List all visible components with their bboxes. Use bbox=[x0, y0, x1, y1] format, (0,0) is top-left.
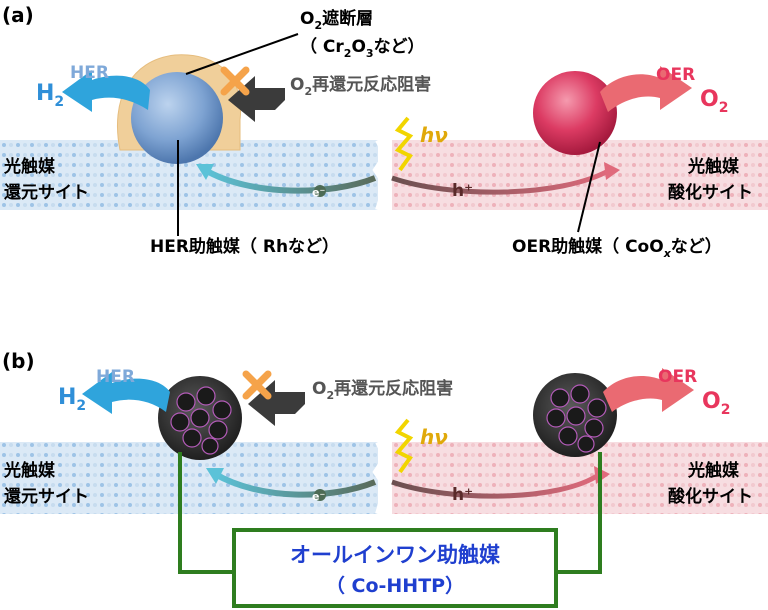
left-site-line2: 還元サイト bbox=[4, 183, 89, 203]
oer-cocatalyst-label: OER助触媒（ CoOxなど） bbox=[512, 236, 722, 260]
oer-cocatalyst-sphere bbox=[533, 71, 617, 155]
right-site-line2-b: 酸化サイト bbox=[668, 486, 753, 507]
electron-label: e⁻ bbox=[312, 186, 325, 199]
barrier-leader-line bbox=[185, 33, 299, 75]
electron-label-b: e⁻ bbox=[312, 490, 325, 503]
her-arrow-icon bbox=[62, 70, 150, 112]
right-connector-line bbox=[556, 452, 602, 574]
right-site-line1-b: 光触媒 bbox=[687, 460, 740, 481]
her-arrow-icon-b bbox=[82, 372, 170, 414]
electron-dot-b bbox=[314, 489, 326, 501]
panel-b-tag: (b) bbox=[2, 349, 35, 373]
hv-label-b: hν bbox=[420, 425, 448, 449]
co-hhtp-right bbox=[533, 373, 617, 457]
left-site-line1: 光触媒 bbox=[3, 156, 56, 177]
all-in-one-box bbox=[232, 528, 558, 608]
left-connector-line bbox=[178, 452, 234, 574]
left-site-line2-b: 還元サイト bbox=[4, 487, 89, 507]
right-site-line1: 光触媒 bbox=[687, 156, 740, 177]
oer-arrow-icon-b bbox=[603, 368, 694, 412]
hole-arrowhead bbox=[604, 162, 620, 180]
panel-b: (b) HER H2 OER O2 bbox=[0, 349, 768, 608]
oer-label-b: OER bbox=[658, 367, 697, 387]
barrier-sublabel: （ Cr2O3など） bbox=[300, 36, 425, 60]
panel-a: (a) HER H2 OER O2 O2再還元反応阻害 O2遮断層 （ Cr2O… bbox=[0, 3, 768, 260]
h2-label: H2 bbox=[36, 81, 64, 110]
all-in-one-label: オールインワン助触媒 bbox=[290, 543, 501, 567]
electron-dot bbox=[314, 185, 326, 197]
light-bolt-icon bbox=[394, 116, 414, 172]
co-hhtp-label: （ Co-HHTP） bbox=[326, 574, 464, 597]
her-cocatalyst-label: HER助触媒（ Rhなど） bbox=[150, 236, 339, 257]
block-cross-icon-b bbox=[242, 370, 272, 400]
o2-label-b: O2 bbox=[702, 389, 730, 418]
hole-flow-arrow bbox=[391, 167, 612, 195]
o2-rereduction-label-b: O2再還元反応阻害 bbox=[312, 378, 453, 402]
oer-cat-leader-line bbox=[577, 141, 601, 233]
o2-label: O2 bbox=[700, 87, 728, 116]
surface-break-b bbox=[372, 440, 390, 515]
oer-arrow-icon bbox=[600, 66, 692, 112]
electron-arrowhead-b bbox=[206, 468, 224, 484]
light-bolt-icon-b bbox=[394, 418, 414, 474]
her-label: HER bbox=[70, 63, 109, 83]
left-site-line1-b: 光触媒 bbox=[3, 460, 56, 481]
electron-arrowhead bbox=[196, 164, 214, 180]
her-cocatalyst-sphere bbox=[131, 72, 223, 164]
electron-flow-arrow-b bbox=[213, 471, 377, 498]
electron-flow-arrow bbox=[203, 167, 377, 194]
her-label-b: HER bbox=[96, 367, 135, 387]
hv-label: hν bbox=[420, 123, 448, 147]
h2-label-b: H2 bbox=[58, 385, 86, 414]
oer-label: OER bbox=[656, 65, 695, 85]
panel-a-tag: (a) bbox=[2, 3, 34, 27]
hole-label: h⁺ bbox=[452, 181, 473, 201]
hole-flow-arrow-b bbox=[391, 471, 602, 499]
o2-rereduction-label: O2再還元反応阻害 bbox=[290, 74, 431, 98]
co-hhtp-left bbox=[158, 376, 242, 460]
hole-label-b: h⁺ bbox=[452, 485, 473, 505]
barrier-label: O2遮断層 bbox=[300, 8, 373, 32]
surface-break bbox=[372, 138, 390, 211]
right-site-line2: 酸化サイト bbox=[668, 182, 753, 203]
block-cross-icon bbox=[220, 66, 250, 96]
